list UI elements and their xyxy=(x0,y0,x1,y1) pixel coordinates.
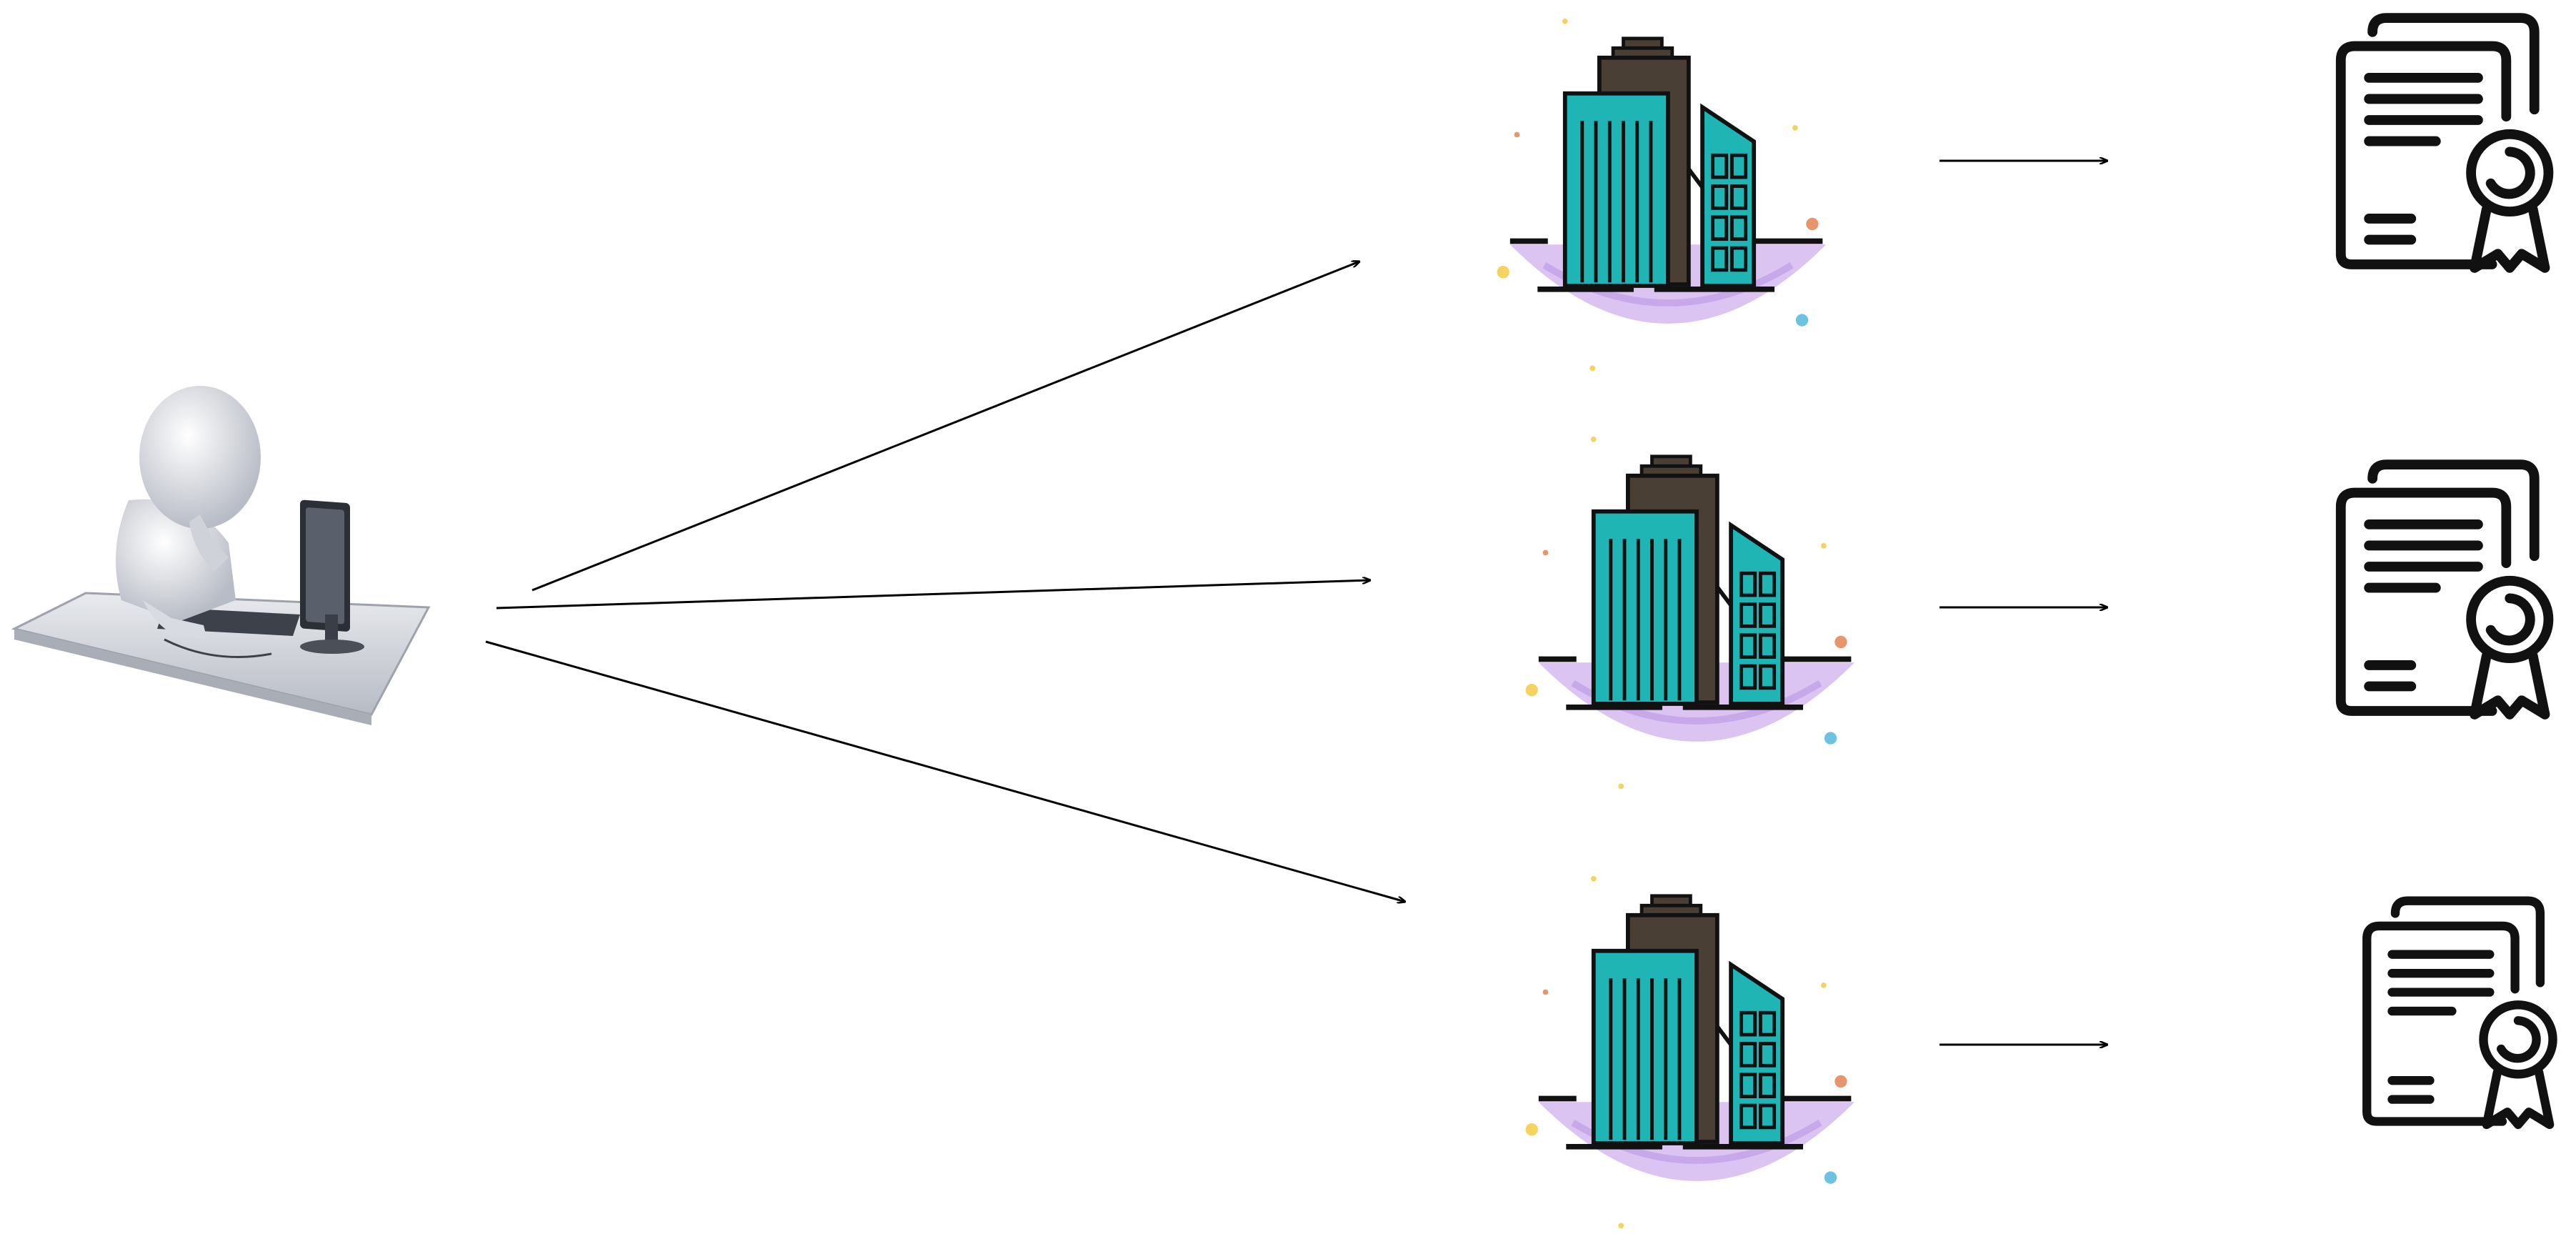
office-building-icon xyxy=(1526,876,1855,1228)
certificate-document-icon xyxy=(2341,464,2549,715)
office-building-icon xyxy=(1497,19,1827,371)
fan-out-arrows xyxy=(485,161,2107,1045)
office-building-icon xyxy=(1526,437,1855,789)
arrow-to-building-1 xyxy=(531,262,1359,592)
arrow-to-building-2 xyxy=(496,580,1370,609)
arrow-to-building-3 xyxy=(485,640,1405,902)
person-at-computer-icon xyxy=(11,386,431,725)
certificate-document-icon xyxy=(2341,18,2549,268)
certificate-document-icon xyxy=(2367,901,2552,1125)
